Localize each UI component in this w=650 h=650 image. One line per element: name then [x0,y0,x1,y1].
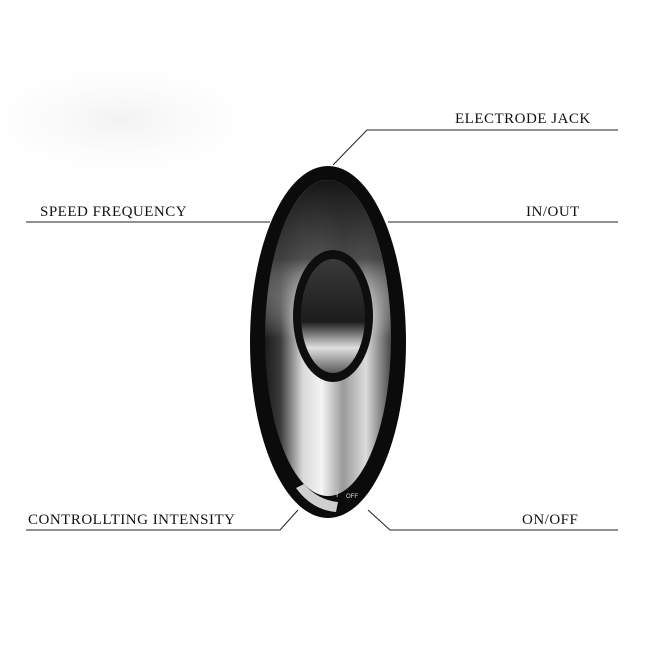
center-button[interactable] [301,259,365,373]
electrode-jack-line [332,129,618,166]
label-in-out: IN/OUT [526,204,580,220]
on-off-line [367,509,618,531]
label-controlling-intensity: CONTROLLTING INTENSITY [28,512,236,528]
switch-on-mark: I [336,490,338,499]
controlling-intensity-line [26,509,299,531]
controller-device: I OFF [250,166,406,518]
leader-lines [26,129,618,531]
intensity-wheel[interactable] [296,484,338,512]
label-electrode-jack: ELECTRODE JACK [455,111,591,127]
label-speed-frequency: SPEED FREQUENCY [40,204,188,220]
label-on-off: ON/OFF [522,512,579,528]
background-haze [0,50,290,190]
switch-off-mark: OFF [346,494,358,500]
